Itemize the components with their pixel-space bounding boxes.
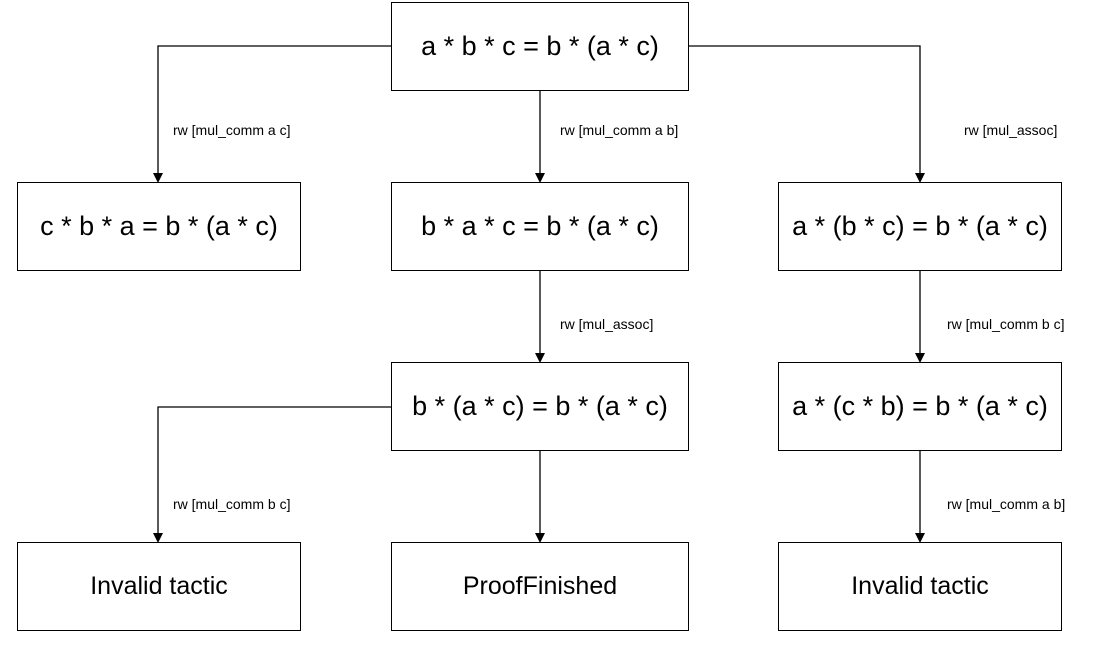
edge-label-right-to-right-grandchild: rw [mul_comm b c] [947,316,1065,332]
node-leaf-right: Invalid tactic [778,542,1062,631]
node-leaf-left: Invalid tactic [17,542,301,631]
node-right-child: a * (b * c) = b * (a * c) [778,182,1062,271]
node-mid-grandchild: b * (a * c) = b * (a * c) [391,362,689,451]
edge-label-right-grandchild-to-leaf-right: rw [mul_comm a b] [947,496,1066,512]
node-left-child: c * b * a = b * (a * c) [17,182,301,271]
edge-label-mid-to-mid-grandchild: rw [mul_assoc] [560,316,654,332]
node-leaf-mid: ProofFinished [391,542,689,631]
edge-label-root-to-mid: rw [mul_comm a b] [560,122,679,138]
edge-mid-grandchild-to-leaf-left [153,406,391,543]
edge-root-to-right [689,45,925,183]
edge-label-root-to-left: rw [mul_comm a c] [173,122,291,138]
node-mid-child: b * a * c = b * (a * c) [391,182,689,271]
node-root: a * b * c = b * (a * c) [391,2,689,91]
edge-root-to-left [153,45,391,183]
edge-label-root-to-right: rw [mul_assoc] [964,122,1058,138]
node-right-grandchild: a * (c * b) = b * (a * c) [778,362,1062,451]
edge-label-mid-grandchild-to-leaf-left: rw [mul_comm b c] [173,496,291,512]
